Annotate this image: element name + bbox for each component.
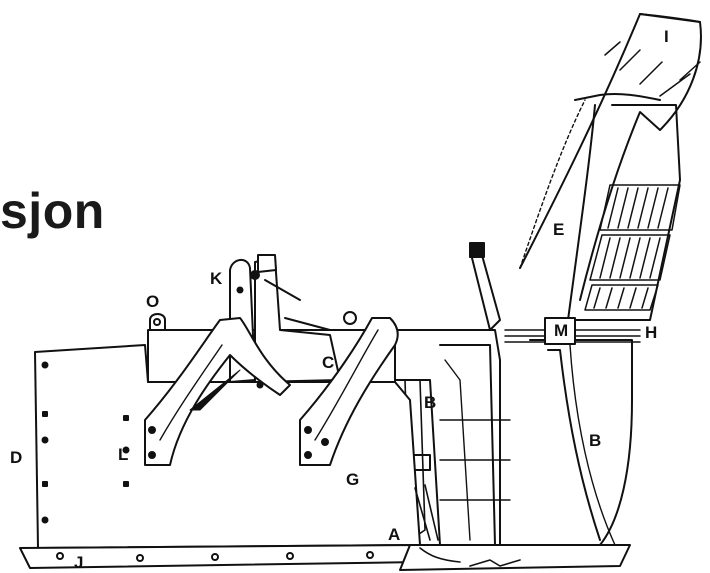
label-e: E bbox=[553, 220, 565, 239]
label-h: H bbox=[645, 323, 658, 342]
chute-grille bbox=[584, 184, 681, 311]
label-m: M bbox=[554, 321, 569, 340]
label-j: J bbox=[74, 553, 84, 572]
label-c: C bbox=[322, 353, 335, 372]
label-i: I bbox=[664, 27, 669, 46]
label-d: D bbox=[10, 448, 23, 467]
fan-housing bbox=[529, 339, 633, 561]
page-title-fragment: sjon bbox=[0, 183, 105, 239]
label-g: G bbox=[346, 470, 360, 489]
label-b-upper: B bbox=[424, 393, 437, 412]
label-b-lower: B bbox=[589, 431, 602, 450]
label-k: K bbox=[210, 269, 223, 288]
lift-arm-right bbox=[299, 317, 399, 466]
label-o: O bbox=[146, 292, 160, 311]
lift-arm-left bbox=[144, 317, 291, 466]
label-a: A bbox=[388, 525, 401, 544]
scraper-base bbox=[399, 484, 631, 571]
discharge-chute bbox=[519, 13, 702, 321]
label-l: L bbox=[118, 445, 129, 464]
rotation-rod bbox=[504, 317, 641, 345]
